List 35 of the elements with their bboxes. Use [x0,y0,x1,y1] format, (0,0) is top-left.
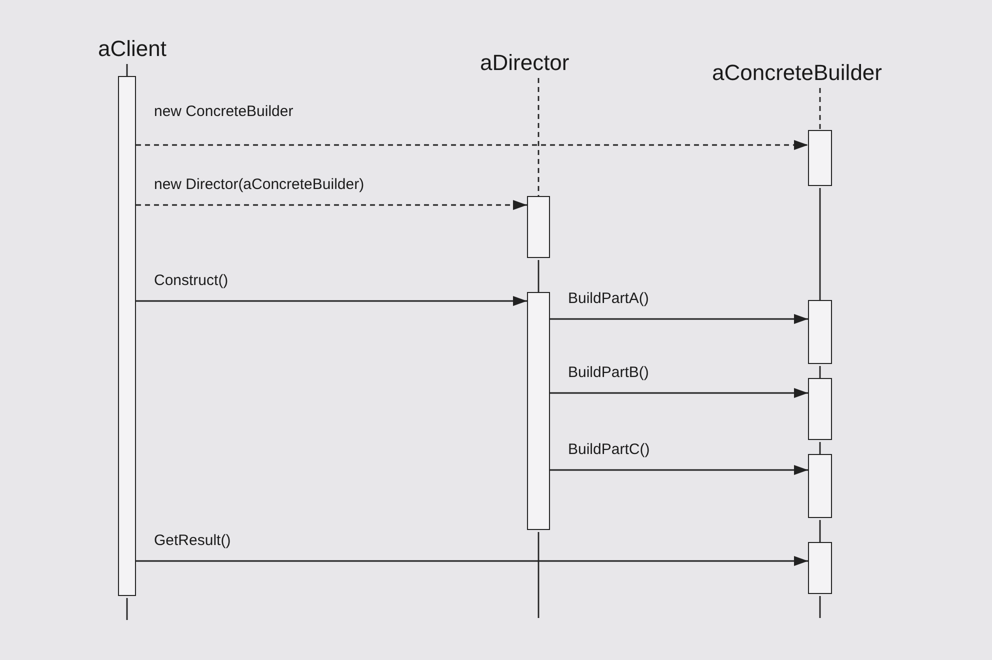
object-name: aClient [98,36,166,62]
lifeline [819,520,821,542]
lifeline [126,64,128,76]
message-arrow [136,296,527,306]
message-arrow [550,388,808,398]
message-arrow [136,140,808,150]
message-arrow [550,314,808,324]
message-label: BuildPartA() [566,290,651,308]
message-label: GetResult() [152,532,233,550]
lifeline [819,366,821,378]
message-label: new Director(aConcreteBuilder) [152,176,366,194]
activation-bar [808,378,832,440]
lifeline [126,598,128,620]
lifeline [819,442,821,454]
activation-bar [808,454,832,518]
lifeline [538,260,540,292]
activation-bar [808,542,832,594]
message-label: Construct() [152,272,230,290]
lifeline [819,88,821,130]
lifeline [819,188,821,300]
lifeline [538,532,540,618]
object-name: aDirector [480,50,570,76]
activation-bar [527,196,550,258]
message-label: BuildPartC() [566,441,652,459]
activation-bar [808,130,832,186]
activation-bar [527,292,550,530]
activation-bar [118,76,136,596]
object-name: aConcreteBuilder [712,60,882,86]
lifeline [819,596,821,618]
message-arrow [136,556,808,566]
message-arrow [550,465,808,475]
message-arrow [136,200,527,210]
message-label: BuildPartB() [566,364,651,382]
lifeline [538,78,540,196]
activation-bar [808,300,832,364]
